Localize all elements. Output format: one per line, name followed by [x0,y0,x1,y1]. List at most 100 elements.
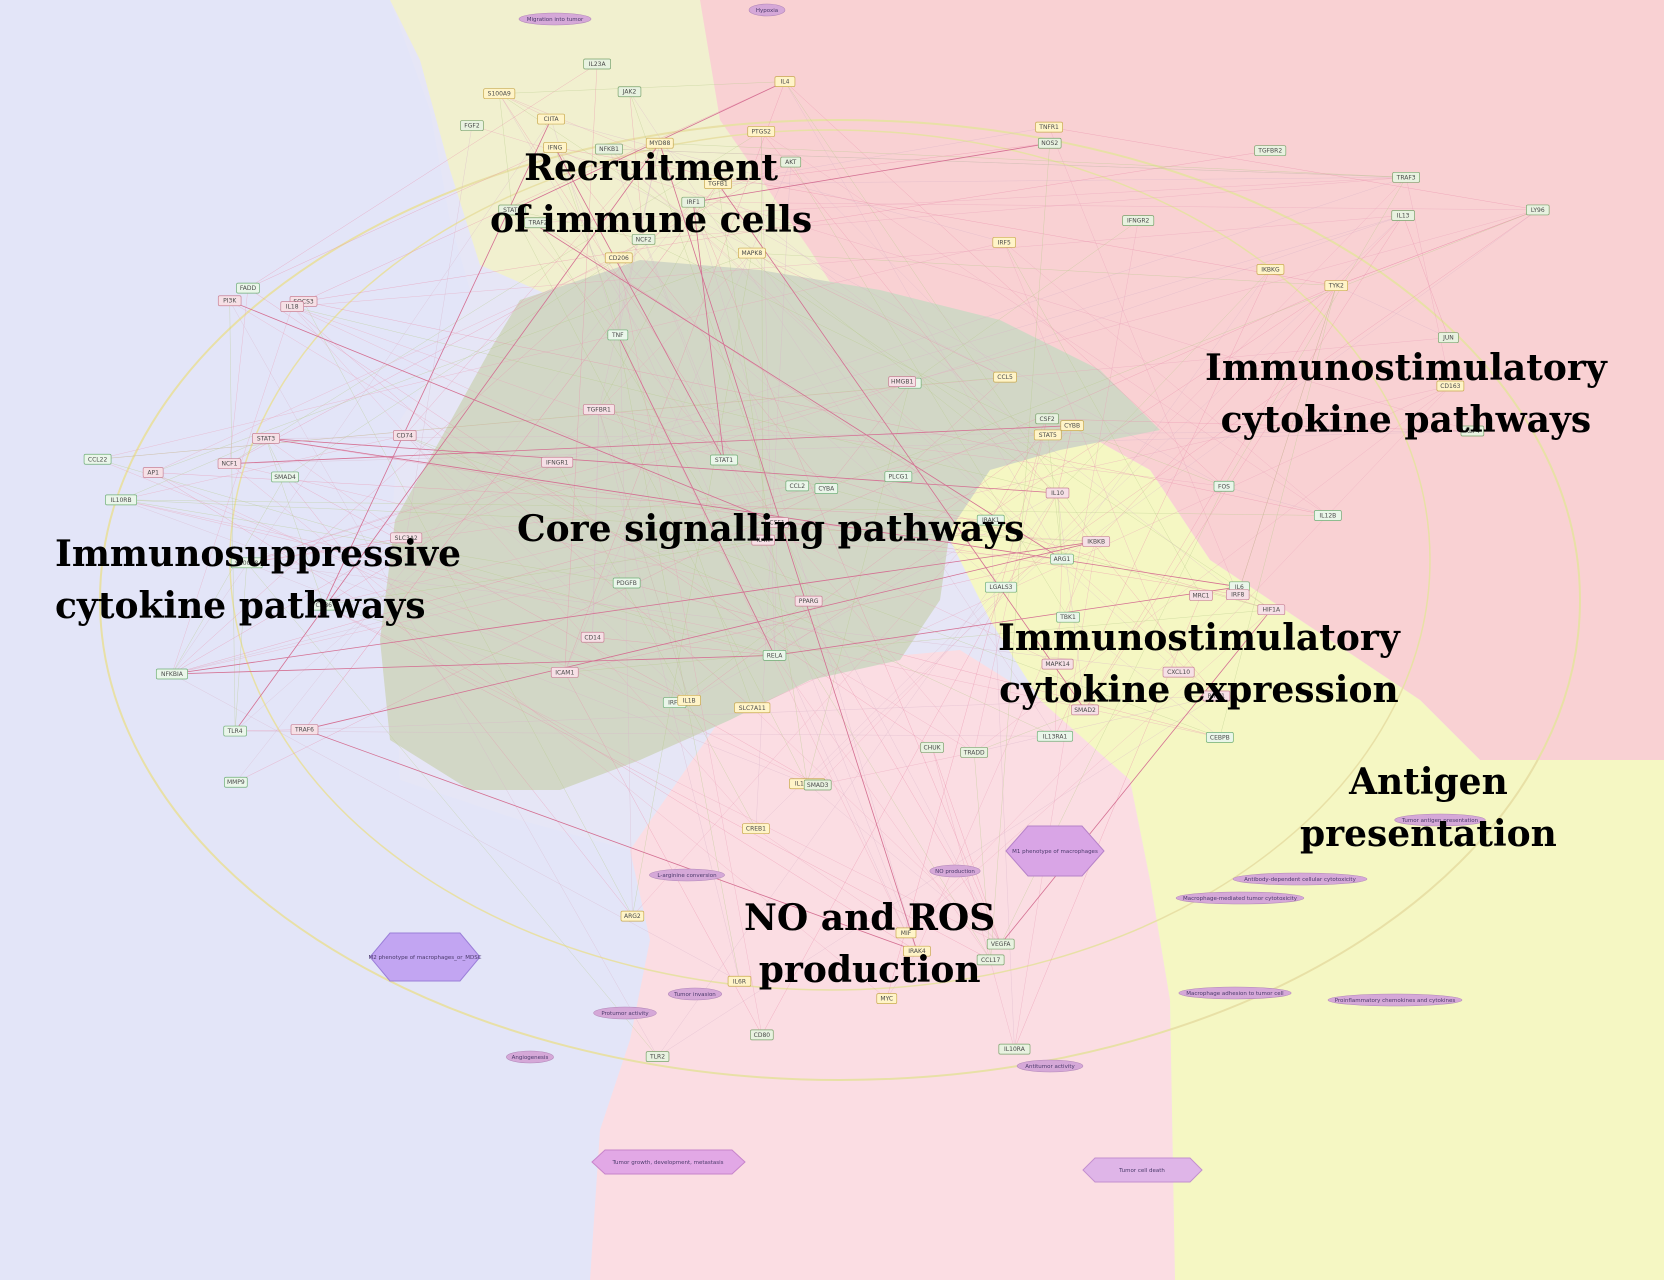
node-csf1[interactable]: CSF1 [765,517,789,528]
node-cd86[interactable]: CD86 [312,599,336,611]
node-ikbkb[interactable]: IKBKB [1082,536,1111,547]
node-il1b[interactable]: IL1B [677,694,701,706]
node-ifng[interactable]: IFNG [543,142,567,153]
node-rela[interactable]: RELA [762,650,787,661]
node-arg1[interactable]: ARG1 [1050,553,1074,565]
node-creb1[interactable]: CREB1 [742,823,770,835]
node-traf6[interactable]: TRAF6 [290,724,319,735]
node-mapk14[interactable]: MAPK14 [1041,658,1074,670]
node-tlr2[interactable]: TLR2 [645,1051,670,1062]
node-plcg1[interactable]: PLCG1 [884,471,913,482]
node-hmgb1[interactable]: HMGB1 [888,376,916,387]
node-il10[interactable]: IL10 [1045,487,1070,499]
node-ncf2[interactable]: NCF2 [631,233,656,245]
node-ciita[interactable]: CIITA [537,113,565,125]
node-stat6[interactable]: STAT6 [498,204,527,216]
node-pdgfb[interactable]: PDGFB [612,577,641,589]
node-fgf2[interactable]: FGF2 [460,120,484,131]
node-il23a[interactable]: IL23A [583,58,612,70]
node-cd74[interactable]: CD74 [393,430,417,441]
node-tyk2[interactable]: TYK2 [1324,280,1348,292]
node-s100a9[interactable]: S100A9 [483,88,516,100]
node-cd206[interactable]: CD206 [604,252,633,264]
node-traf3[interactable]: TRAF3 [1392,171,1420,183]
node-il12b[interactable]: IL12B [1313,510,1342,521]
node-il4r[interactable]: IL4R [751,534,775,546]
node-il10rb[interactable]: IL10RB [105,494,138,506]
node-s100a8[interactable]: S100A8 [230,557,263,569]
node-irak4[interactable]: IRAK4 [903,945,931,957]
node-traf2[interactable]: TRAF2 [524,217,552,229]
node-stat5[interactable]: STAT5 [1033,429,1062,441]
node-ifngr2[interactable]: IFNGR2 [1122,215,1155,227]
node-tnfr1[interactable]: TNFR1 [1035,121,1063,133]
node-mif[interactable]: MIF [895,927,917,939]
node-tlr4[interactable]: TLR4 [223,725,247,737]
node-jun[interactable]: JUN [1438,332,1459,344]
node-smad2[interactable]: SMAD2 [1071,704,1099,716]
node-ccl2[interactable]: CCL2 [785,480,810,492]
node-irf8[interactable]: IRF8 [1225,589,1250,601]
node-mmp9[interactable]: MMP9 [224,776,248,788]
node-ripk1[interactable]: RIPK1 [1202,690,1231,702]
node-smad3[interactable]: SMAD3 [803,779,832,791]
phenotype-small[interactable]: Tumor invasion [667,987,722,1001]
node-jak2[interactable]: JAK2 [617,86,642,98]
phenotype-small[interactable]: L-arginine conversion [649,868,725,882]
phenotype-small[interactable]: NO production [929,864,981,878]
node-pparg[interactable]: PPARG [794,595,823,607]
node-tnf[interactable]: TNF [607,329,629,341]
node-cd80[interactable]: CD80 [750,1029,774,1041]
phenotype-tumor-growth[interactable]: Tumor growth, development, metastasis [591,1149,746,1175]
node-cebpb[interactable]: CEBPB [1205,732,1234,743]
node-fadd[interactable]: FADD [236,282,260,294]
phenotype-tumor-cell-death[interactable]: Tumor cell death [1082,1157,1203,1183]
node-ptgs2[interactable]: PTGS2 [747,126,776,137]
node-irf5[interactable]: IRF5 [992,236,1016,248]
node-nfkb1[interactable]: NFKB1 [595,143,623,155]
node-il6r[interactable]: IL6R [727,975,752,987]
phenotype-small[interactable]: Protumor activity [593,1006,657,1020]
node-csf2[interactable]: CSF2 [1035,413,1059,425]
phenotype-small[interactable]: Migration into tumor [518,12,592,26]
node-cyba[interactable]: CYBA [814,483,839,494]
node-ccl5[interactable]: CCL5 [993,371,1017,383]
node-stat3[interactable]: STAT3 [252,433,280,444]
node-ccl17[interactable]: CCL17 [976,954,1005,966]
phenotype-small[interactable]: Macrophage-mediated tumor cytotoxicity [1175,891,1305,905]
node-cybb[interactable]: CYBB [1060,420,1084,432]
node-tgfb1[interactable]: TGFB1 [704,178,732,189]
node-tgfbr1[interactable]: TGFBR1 [582,404,615,415]
node-cd14[interactable]: CD14 [580,631,605,643]
node-mapk8[interactable]: MAPK8 [737,247,766,259]
node-myd88[interactable]: MYD88 [645,137,674,149]
node-nfkbia[interactable]: NFKBIA [155,668,188,680]
node-akt[interactable]: AKT [780,156,802,168]
phenotype-m2[interactable]: M2 phenotype of macrophages_or_MDSC [368,932,482,982]
node-myc[interactable]: MYC [876,993,898,1004]
node-il4[interactable]: IL4 [774,76,796,87]
node-ap1[interactable]: AP1 [142,467,164,478]
node-ncf1[interactable]: NCF1 [217,458,242,470]
node-klf4[interactable]: KLF4 [1460,425,1485,437]
phenotype-small[interactable]: Tumor antigen presentation [1394,813,1486,827]
node-pi3k[interactable]: PI3K [217,295,242,307]
node-ikbkg[interactable]: IKBKG [1256,264,1285,275]
node-irak1[interactable]: IRAK1 [976,514,1005,526]
node-hif1a[interactable]: HIF1A [1257,604,1286,616]
node-ifngr1[interactable]: IFNGR1 [541,456,574,468]
phenotype-small[interactable]: Antitumor activity [1016,1059,1084,1073]
node-mrc1[interactable]: MRC1 [1189,590,1213,601]
phenotype-small[interactable]: Angiogenesis [506,1050,554,1064]
node-chuk[interactable]: CHUK [920,742,944,753]
node-smad4[interactable]: SMAD4 [271,471,299,483]
node-lgals3[interactable]: LGALS3 [985,581,1017,593]
node-fos[interactable]: FOS [1213,480,1235,492]
node-tradd[interactable]: TRADD [960,747,989,758]
phenotype-small[interactable]: Antibody-dependent cellular cytotoxicity [1232,872,1368,886]
node-stat1[interactable]: STAT1 [710,454,738,466]
node-ly96[interactable]: LY96 [1526,204,1550,216]
node-slc3a2[interactable]: SLC3A2 [390,532,423,544]
phenotype-small[interactable]: Proinflammatory chemokines and cytokines [1327,993,1463,1007]
phenotype-small[interactable]: Hypoxia [748,3,786,17]
